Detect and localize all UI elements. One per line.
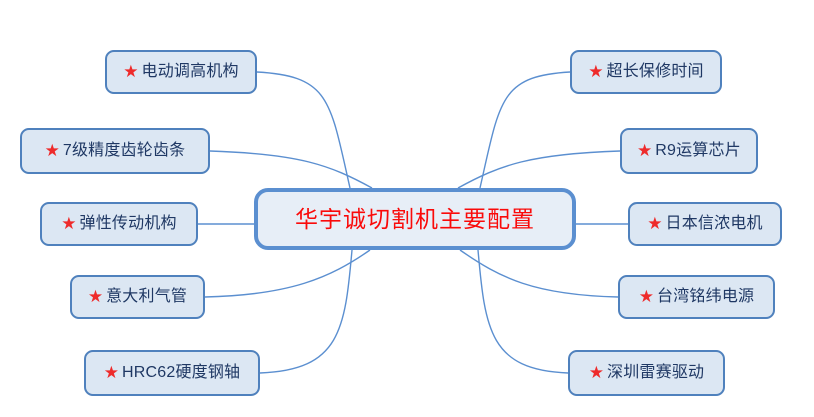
branch-node-left-5[interactable]: ★HRC62硬度钢轴 xyxy=(84,350,260,396)
star-icon: ★ xyxy=(588,61,604,81)
branch-node-right-4[interactable]: ★台湾铭纬电源 xyxy=(618,275,775,319)
connector-line-10 xyxy=(477,249,569,374)
center-node-label: 华宇诚切割机主要配置 xyxy=(295,206,535,232)
connector-line-5 xyxy=(259,249,353,374)
branch-node-right-5[interactable]: ★深圳雷赛驱动 xyxy=(568,350,725,396)
branch-node-label: 弹性传动机构 xyxy=(79,215,177,232)
center-node[interactable]: 华宇诚切割机主要配置 xyxy=(254,188,576,250)
branch-node-left-3[interactable]: ★弹性传动机构 xyxy=(40,202,198,246)
branch-node-left-1[interactable]: ★电动调高机构 xyxy=(105,50,257,94)
connector-line-7 xyxy=(457,150,621,189)
connector-line-2 xyxy=(209,150,373,189)
branch-node-left-2[interactable]: ★7级精度齿轮齿条 xyxy=(20,128,210,174)
star-icon: ★ xyxy=(588,362,605,382)
star-icon: ★ xyxy=(123,61,139,81)
star-icon: ★ xyxy=(44,140,60,160)
branch-node-label: 意大利气管 xyxy=(106,288,188,305)
connector-line-1 xyxy=(256,71,351,189)
branch-node-left-4[interactable]: ★意大利气管 xyxy=(70,275,205,319)
branch-node-label: 台湾铭纬电源 xyxy=(657,288,755,305)
branch-node-right-2[interactable]: ★R9运算芯片 xyxy=(620,128,758,174)
connector-line-6 xyxy=(479,71,571,189)
star-icon: ★ xyxy=(638,286,655,306)
branch-node-label: 电动调高机构 xyxy=(141,63,239,80)
branch-node-right-3[interactable]: ★日本信浓电机 xyxy=(628,202,782,246)
star-icon: ★ xyxy=(61,213,77,233)
branch-node-right-1[interactable]: ★超长保修时间 xyxy=(570,50,722,94)
star-icon: ★ xyxy=(103,362,119,382)
branch-node-label: R9运算芯片 xyxy=(655,142,741,159)
star-icon: ★ xyxy=(87,286,104,306)
branch-node-label: 7级精度齿轮齿条 xyxy=(62,142,186,159)
branch-node-label: HRC62硬度钢轴 xyxy=(121,364,241,381)
connector-line-9 xyxy=(459,249,619,298)
branch-node-label: 超长保修时间 xyxy=(606,63,704,80)
branch-node-label: 日本信浓电机 xyxy=(665,215,763,232)
branch-node-label: 深圳雷赛驱动 xyxy=(607,364,705,381)
star-icon: ★ xyxy=(647,213,663,233)
connector-line-4 xyxy=(204,249,371,298)
star-icon: ★ xyxy=(637,140,653,160)
